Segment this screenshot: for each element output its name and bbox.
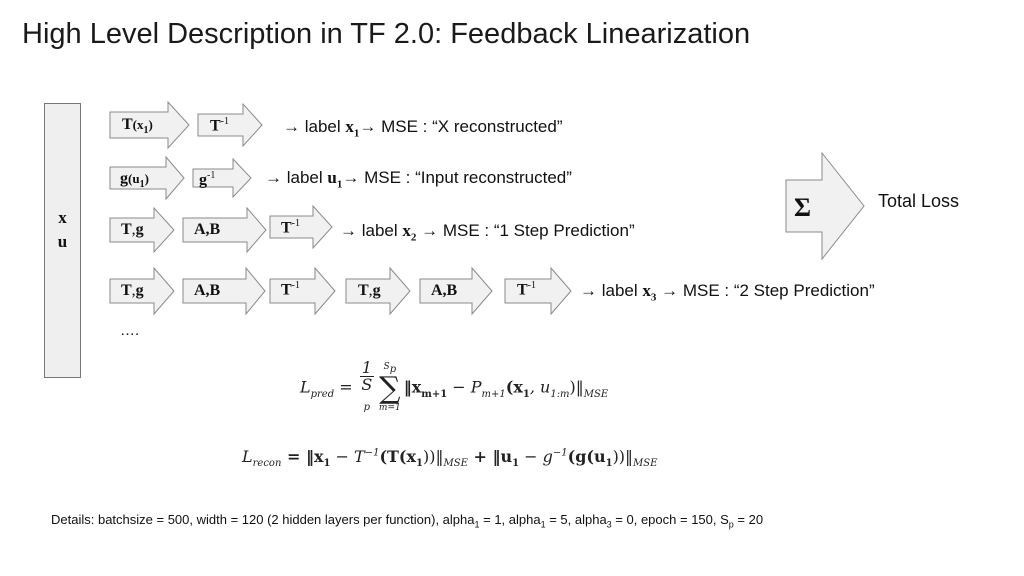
arrow-shape-row3-2: [182, 206, 267, 254]
ellipsis: ….: [120, 322, 140, 339]
arrow-shape-row4-2: [182, 266, 266, 316]
row1-label-text: → label x1→ MSE : “X reconstructed”: [283, 117, 563, 140]
row3-label-text: → label x2 → MSE : “1 Step Prediction”: [340, 221, 635, 244]
row2-label-text: → label u1→ MSE : “Input reconstructed”: [265, 168, 572, 191]
arrow-label-T-inverse: T-1: [210, 116, 230, 135]
arrow-label-A-B: A,B: [431, 282, 458, 299]
arrow-shape-row1-1: [109, 100, 190, 150]
row4-label-text: → label x3 → MSE : “2 Step Prediction”: [580, 281, 875, 304]
arrow-label-T-g: T,g: [121, 221, 144, 238]
sum-arrow-shape: [785, 151, 865, 261]
reconstruction-loss-equation: Lrecon = ‖x1 − T−1(T(x1))‖MSE + ‖u1 − g−…: [242, 447, 658, 470]
input-block: x u: [44, 103, 81, 378]
total-loss-label: Total Loss: [878, 191, 960, 211]
arrow-shape-row4-1: [109, 266, 175, 316]
input-label-u: u: [57, 232, 68, 251]
arrow-label-T-g: T,g: [121, 282, 144, 299]
arrow-label-T-x1: T(x1): [122, 116, 153, 137]
arrow-shape-row4-5: [419, 266, 493, 316]
arrow-shape-row4-4: [345, 266, 411, 316]
arrow-shape-row4-3: [269, 266, 336, 316]
arrow-label-g-u1: g(u1): [120, 170, 149, 191]
arrow-shape-row2-1: [109, 155, 185, 201]
arrow-label-T-inverse: T-1: [281, 280, 301, 299]
arrow-shape-row3-1: [109, 206, 175, 254]
arrow-shape-row2-2: [192, 157, 252, 199]
arrow-label-T-inverse: T-1: [517, 280, 537, 299]
input-label-x: x: [58, 208, 67, 227]
arrow-label-T-g: T,g: [358, 282, 381, 299]
sigma-symbol: Σ: [794, 193, 811, 222]
page-title: High Level Description in TF 2.0: Feedba…: [22, 18, 751, 50]
arrow-label-A-B: A,B: [194, 221, 221, 238]
details-text: Details: batchsize = 500, width = 120 (2…: [51, 512, 764, 530]
arrow-label-g-inverse: g-1: [199, 170, 216, 189]
arrow-label-T-inverse: T-1: [281, 218, 301, 237]
arrow-shape-row3-3: [269, 204, 333, 250]
arrow-shape-row4-6: [504, 266, 572, 316]
arrow-shape-row1-2: [197, 102, 263, 148]
arrow-label-A-B: A,B: [194, 282, 221, 299]
